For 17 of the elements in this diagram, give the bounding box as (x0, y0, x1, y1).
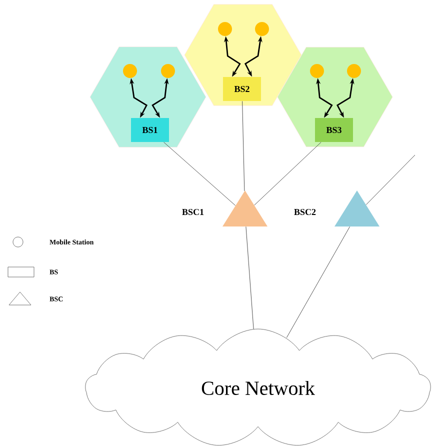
connection-line (164, 142, 236, 206)
node-label: BSC2 (294, 208, 316, 216)
base-station-box: BS3 (315, 118, 353, 142)
base-station-box: BS2 (223, 77, 261, 101)
mobile-station (218, 22, 232, 36)
connection-line (366, 154, 416, 205)
connection-line (246, 226, 254, 330)
base-station-box: BS1 (131, 118, 169, 142)
connection-line (242, 100, 245, 192)
mobile-station (347, 64, 361, 78)
mobile-station (310, 64, 324, 78)
connection-line (286, 226, 350, 338)
mobile-station (123, 64, 137, 78)
node-label: BSC1 (182, 208, 204, 216)
mobile-station (161, 64, 175, 78)
connection-line (254, 142, 322, 206)
mobile-station (255, 22, 269, 36)
